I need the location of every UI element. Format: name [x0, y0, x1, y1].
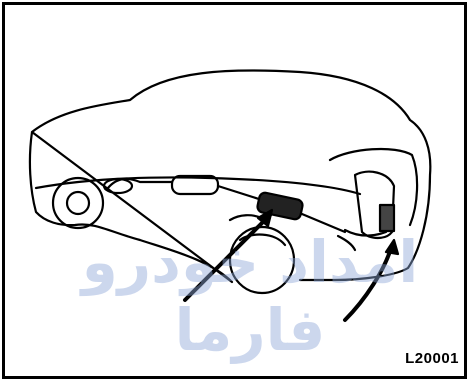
front-wheel — [53, 178, 103, 228]
front-pipe — [108, 179, 172, 188]
figure-code: L20001 — [405, 350, 459, 367]
rear-wheel — [230, 227, 294, 293]
muffler-outlet — [380, 205, 394, 231]
rear-bumper — [330, 149, 417, 225]
middle-pipe — [218, 186, 262, 200]
front-wheel-hub — [67, 192, 89, 214]
arrow-muffler — [345, 245, 392, 320]
arrow-muffler-head — [386, 240, 398, 254]
car-body-outline — [30, 70, 430, 282]
rear-pipe — [302, 214, 345, 232]
